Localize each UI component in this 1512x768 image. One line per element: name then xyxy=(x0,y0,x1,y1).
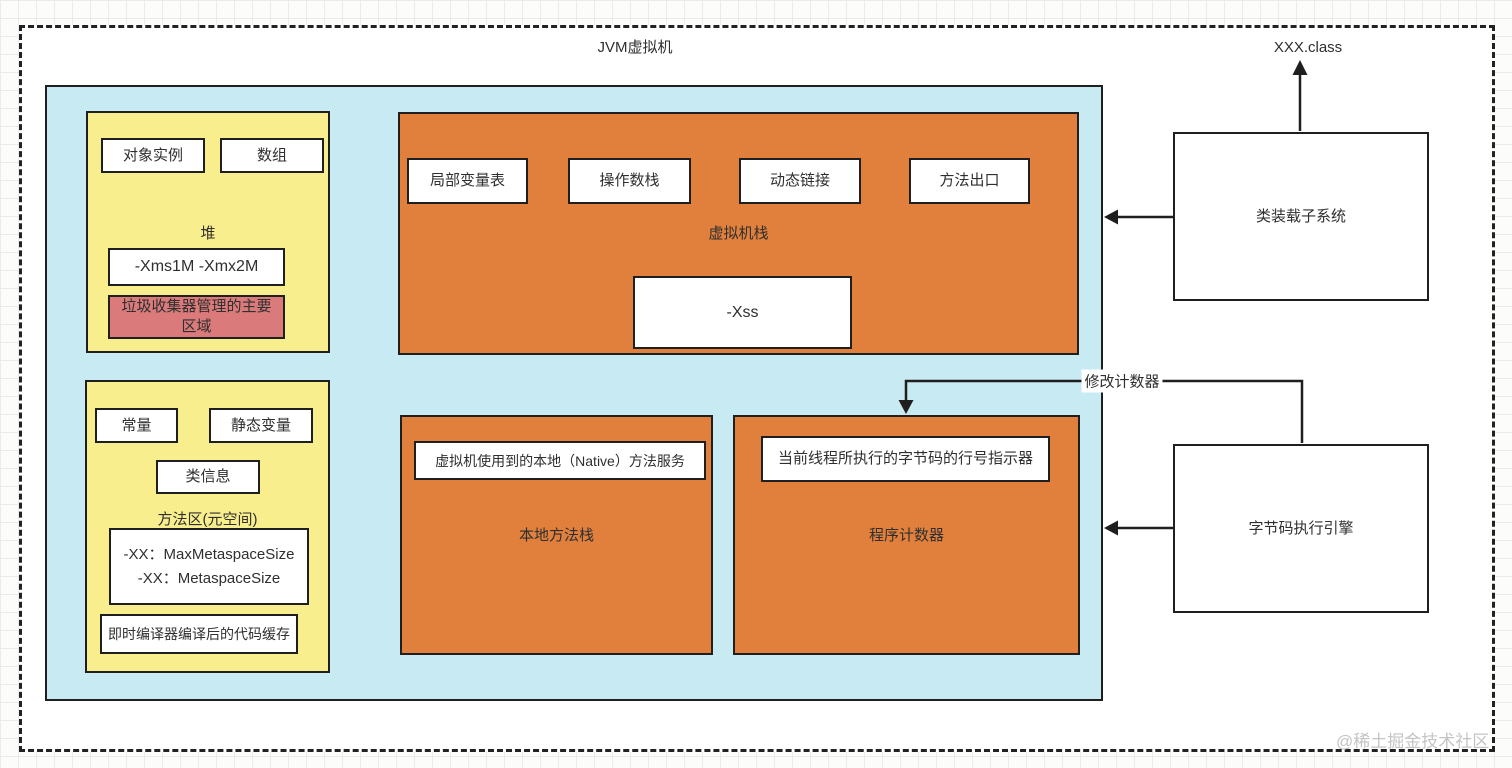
vm-stack-method-exit-label: 方法出口 xyxy=(939,172,1000,189)
method-area-label: 方法区(元空间) xyxy=(157,511,258,528)
class-loader-label: 类装载子系统 xyxy=(1255,207,1346,225)
vm-stack-operand-stack-box: 操作数栈 xyxy=(568,158,691,204)
pc-register-note-label: 当前线程所执行的字节码的行号指示器 xyxy=(777,450,1033,467)
vm-stack-dynamic-link-label: 动态链接 xyxy=(769,172,830,189)
diagram-title: JVM虚拟机 xyxy=(597,39,673,56)
method-area-jit-cache-box: 即时编译器编译后的代码缓存 xyxy=(100,614,298,654)
watermark: @稀土掘金技术社区 xyxy=(1336,732,1490,751)
native-stack-label: 本地方法栈 xyxy=(518,527,594,544)
vm-stack-dynamic-link-box: 动态链接 xyxy=(739,158,861,204)
class-file-label: XXX.class xyxy=(1273,39,1343,56)
heap-gc-note-box: 垃圾收集器管理的主要区域 xyxy=(108,295,285,339)
heap-array-box: 数组 xyxy=(220,138,324,173)
heap-object-instance-label: 对象实例 xyxy=(122,146,183,164)
heap-object-instance-box: 对象实例 xyxy=(101,138,205,173)
pc-register-label: 程序计数器 xyxy=(868,527,944,544)
vm-stack-param-box: -Xss xyxy=(633,276,852,349)
method-area-class-info-label: 类信息 xyxy=(185,468,231,485)
heap-array-label: 数组 xyxy=(256,146,287,164)
modify-counter-label: 修改计数器 xyxy=(1081,369,1163,393)
execution-engine-label: 字节码执行引擎 xyxy=(1248,519,1354,537)
heap-label: 堆 xyxy=(200,225,216,242)
vm-stack-param-label: -Xss xyxy=(726,303,759,321)
vm-stack-operand-stack-label: 操作数栈 xyxy=(599,172,660,189)
method-area-param-line1: -XX：MaxMetaspaceSize xyxy=(123,545,295,563)
method-area-constant-label: 常量 xyxy=(121,416,152,434)
method-area-constant-box: 常量 xyxy=(95,408,178,443)
heap-params-label: -Xms1M -Xmx2M xyxy=(134,258,259,275)
class-loader-box: 类装载子系统 xyxy=(1173,132,1429,301)
pc-register-note-box: 当前线程所执行的字节码的行号指示器 xyxy=(761,436,1050,482)
heap-params-box: -Xms1M -Xmx2M xyxy=(108,248,285,286)
method-area-static-var-box: 静态变量 xyxy=(209,408,313,443)
method-area-jit-cache-label: 即时编译器编译后的代码缓存 xyxy=(108,626,290,642)
method-area-class-info-box: 类信息 xyxy=(156,460,260,494)
method-area-params-box: -XX：MaxMetaspaceSize -XX：MetaspaceSize xyxy=(109,528,309,605)
vm-stack-local-vars-label: 局部变量表 xyxy=(429,172,505,189)
vm-stack-local-vars-box: 局部变量表 xyxy=(407,158,528,204)
execution-engine-box: 字节码执行引擎 xyxy=(1173,444,1429,613)
method-area-param-line2: -XX：MetaspaceSize xyxy=(137,569,281,587)
vm-stack-method-exit-box: 方法出口 xyxy=(909,158,1030,204)
native-stack-note-box: 虚拟机使用到的本地（Native）方法服务 xyxy=(414,441,706,480)
native-stack-note-label: 虚拟机使用到的本地（Native）方法服务 xyxy=(435,452,685,469)
method-area-static-var-label: 静态变量 xyxy=(230,416,291,434)
vm-stack-label: 虚拟机栈 xyxy=(708,225,769,242)
heap-gc-note-label: 垃圾收集器管理的主要区域 xyxy=(121,298,272,335)
